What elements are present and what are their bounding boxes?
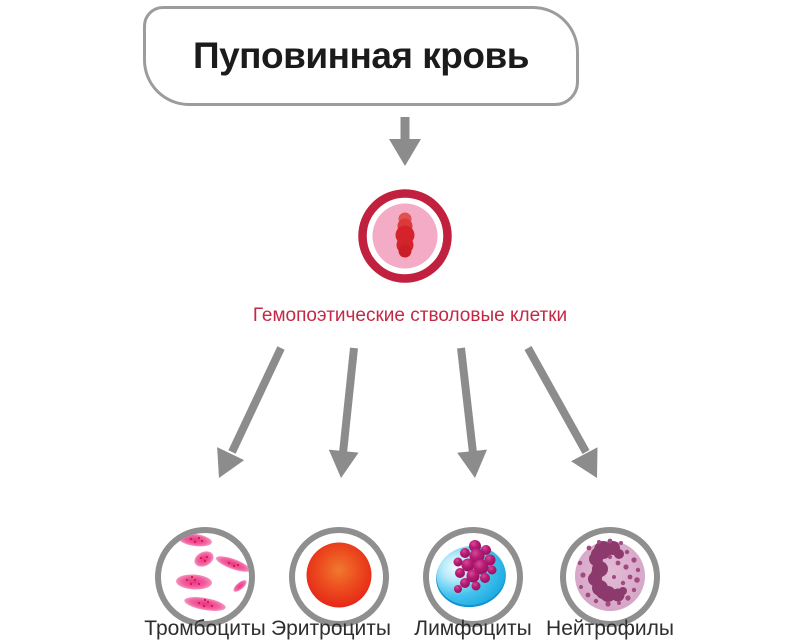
arrow-to-erythrocytes-icon (328, 347, 359, 478)
title-box: Пуповинная кровь (143, 6, 579, 106)
lymphocytes-label: Лимфоциты (414, 617, 532, 640)
arrow-to-neutrophils-icon (524, 346, 598, 478)
neutrophils-label: Нейтрофилы (546, 617, 674, 640)
platelets-label: Тромбоциты (144, 617, 266, 640)
lymphocyte-icon (423, 527, 523, 627)
neutrophil-nucleus (588, 541, 627, 602)
stem-cell-label: Гемопоэтические стволовые клетки (252, 305, 568, 326)
erythrocyte-icon (289, 527, 389, 627)
platelets-icon (155, 527, 255, 627)
page-title: Пуповинная кровь (193, 35, 529, 76)
arrow-top-icon (389, 117, 421, 166)
neutrophil-icon (560, 527, 660, 627)
erythrocytes-label: Эритроциты (271, 617, 391, 640)
arrow-to-platelets-icon (217, 346, 285, 478)
lymphocyte-nucleus (453, 540, 497, 593)
arrow-to-lymphocytes-icon (457, 347, 487, 478)
stem-cell-icon (358, 189, 452, 283)
stem-cell-nucleus (395, 212, 415, 258)
